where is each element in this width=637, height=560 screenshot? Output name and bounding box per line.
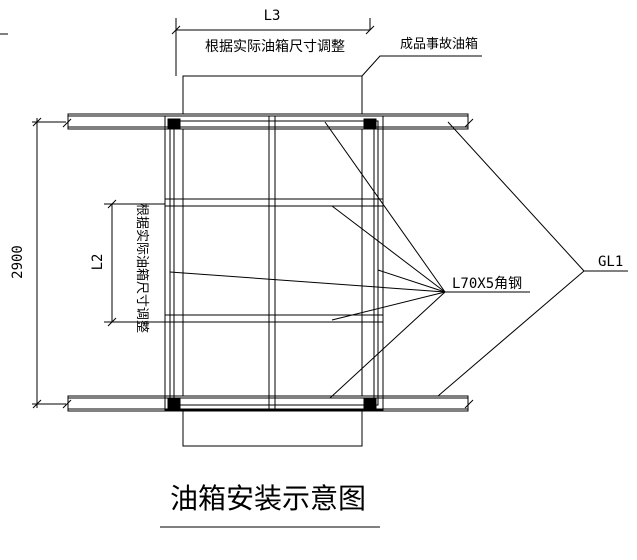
- top-dimension: [171, 18, 375, 108]
- inner-dimension-label: L2: [90, 254, 106, 271]
- drawing-title: 油箱安装示意图: [170, 482, 366, 515]
- corner-plates: [167, 118, 377, 409]
- tank-callout-leader: [361, 55, 482, 77]
- beam-leaders: [437, 121, 628, 397]
- overall-height-label: 2900: [10, 245, 26, 279]
- angle-steel-label: L70X5角钢: [452, 276, 522, 292]
- inner-dimension: [104, 199, 165, 327]
- left-dimension: [32, 117, 66, 409]
- angle-steel-frame: [164, 115, 384, 411]
- angle-steel-leaders: [169, 121, 530, 399]
- top-dimension-note: 根据实际油箱尺寸调整: [205, 39, 345, 55]
- beam-bottom: [62, 395, 474, 412]
- inner-dimension-note: 根据实际油箱尺寸调整: [134, 203, 150, 333]
- beam-label: GL1: [598, 254, 623, 270]
- top-dimension-label: L3: [264, 8, 281, 24]
- oil-tank-outline: [182, 75, 363, 447]
- tank-callout-label: 成品事故油箱: [400, 36, 478, 52]
